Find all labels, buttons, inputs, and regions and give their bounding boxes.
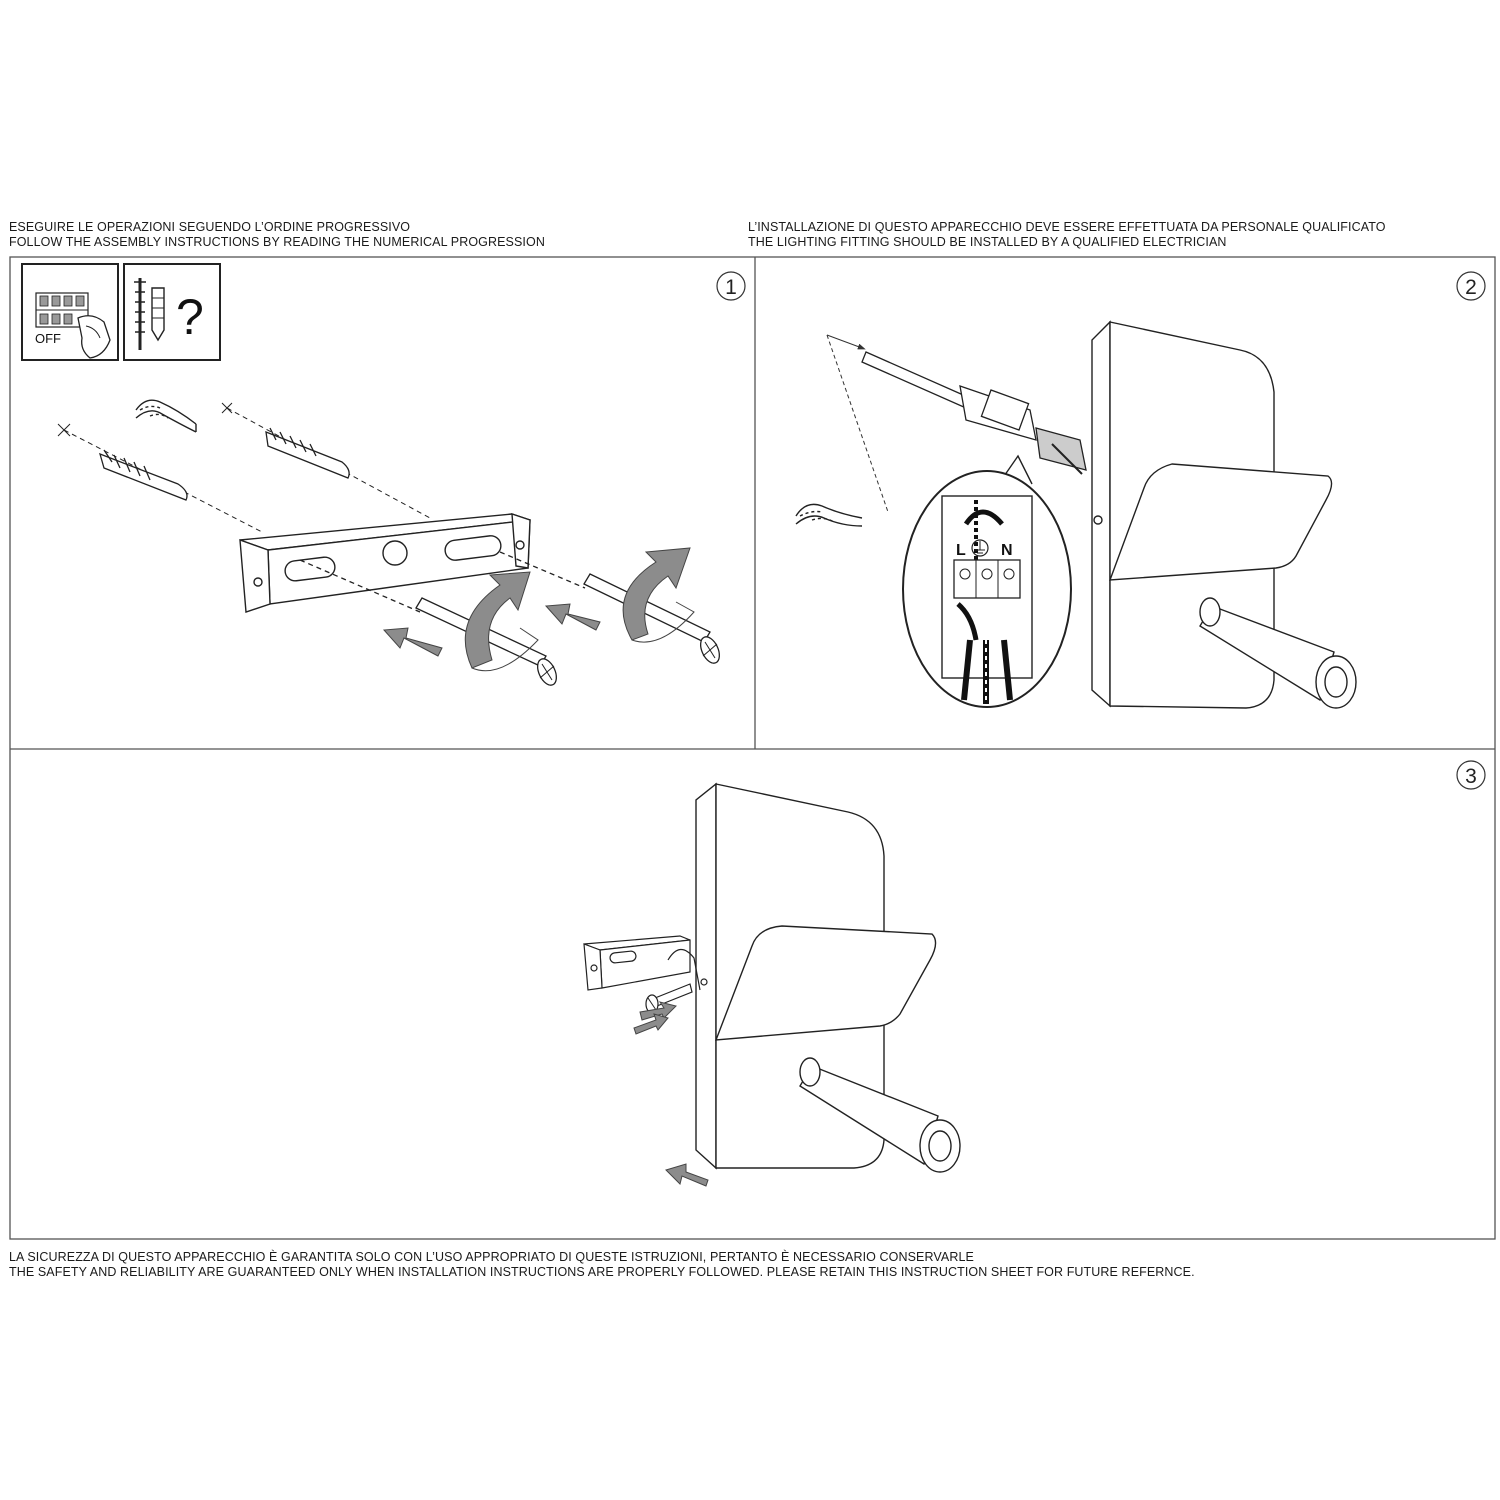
push-arrow-icon [382, 603, 601, 657]
mains-cable [861, 351, 1087, 475]
step-2-number: 2 [1456, 271, 1486, 301]
header-right-english: THE LIGHTING FITTING SHOULD BE INSTALLED… [748, 235, 1227, 249]
reading-light-arm-step3 [799, 1057, 961, 1173]
svg-text:N: N [1001, 542, 1013, 559]
wall-plugs [57, 402, 431, 533]
svg-text:?: ? [176, 289, 204, 345]
header-left-italian: ESEGUIRE LE OPERAZIONI SEGUENDO L’ORDINE… [9, 220, 411, 234]
cable-icon-step2 [795, 503, 863, 527]
power-off-icon: OFF [21, 263, 119, 361]
lamp-reflector-step3 [714, 925, 937, 1041]
step-1-number: 1 [716, 271, 746, 301]
footer-english: THE SAFETY AND RELIABILITY ARE GUARANTEE… [9, 1265, 1195, 1279]
footer-notice: LA SICUREZZA DI QUESTO APPARECCHIO È GAR… [9, 1250, 1195, 1280]
svg-text:L: L [956, 542, 966, 559]
header-right: L’INSTALLAZIONE DI QUESTO APPARECCHIO DE… [748, 220, 1386, 250]
terminal-block-zoom: L N [902, 454, 1072, 708]
svg-text:3: 3 [1465, 765, 1477, 788]
header-left: ESEGUIRE LE OPERAZIONI SEGUENDO L’ORDINE… [9, 220, 545, 250]
push-arrow-icon-step3 [633, 1001, 709, 1187]
svg-text:OFF: OFF [35, 331, 61, 346]
tools-icon: ? [123, 263, 221, 361]
rotate-arrow-icon [464, 547, 695, 672]
reading-light-arm [1199, 597, 1357, 709]
mounting-bracket-step3 [583, 935, 708, 991]
cable-guide-lines [826, 334, 889, 513]
lamp-reflector [1108, 463, 1333, 581]
panel-frame [9, 256, 1496, 1240]
step-3-number: 3 [1456, 760, 1486, 790]
svg-text:2: 2 [1465, 276, 1477, 299]
header-right-italian: L’INSTALLAZIONE DI QUESTO APPARECCHIO DE… [748, 220, 1386, 234]
cable-icon [135, 399, 197, 433]
mounting-bracket [239, 513, 531, 613]
svg-text:1: 1 [725, 276, 737, 299]
header-left-english: FOLLOW THE ASSEMBLY INSTRUCTIONS BY READ… [9, 235, 545, 249]
footer-italian: LA SICUREZZA DI QUESTO APPARECCHIO È GAR… [9, 1250, 974, 1264]
